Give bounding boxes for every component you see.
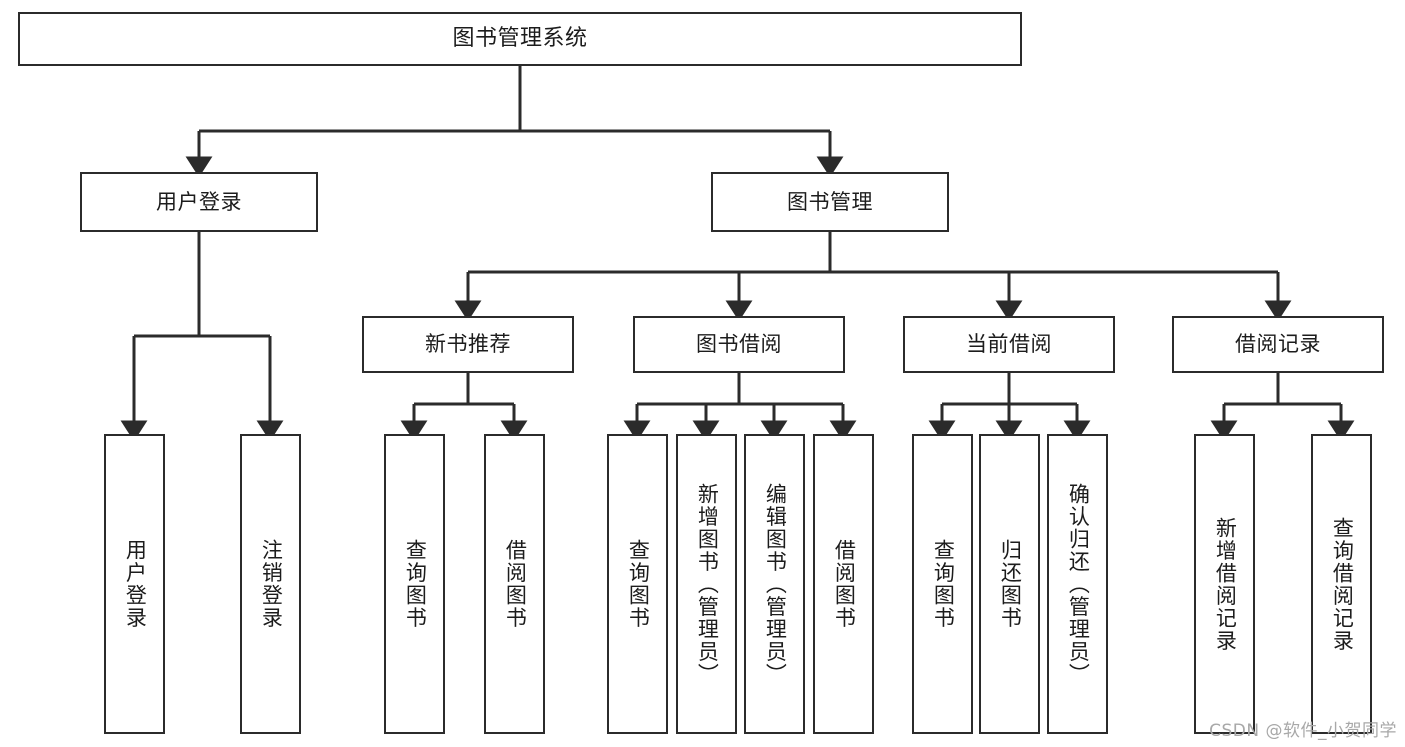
node-label: 图书管理 [787, 189, 873, 214]
leaf-borrow-record-query-record[interactable]: 查询借阅记录 [1311, 434, 1372, 734]
node-label: 查询图书 [403, 539, 428, 629]
node-label: 借阅图书 [832, 539, 857, 629]
leaf-book-borrow-query-books[interactable]: 查询图书 [607, 434, 668, 734]
node-label: 归还图书 [998, 539, 1023, 629]
leaf-book-borrow-edit-book-admin[interactable]: 编辑图书（管理员） [744, 434, 805, 734]
leaf-current-borrow-query-books[interactable]: 查询图书 [912, 434, 973, 734]
leaf-borrow-record-add-record[interactable]: 新增借阅记录 [1194, 434, 1255, 734]
leaf-user-login-logout[interactable]: 注销登录 [240, 434, 301, 734]
node-label: 新书推荐 [425, 332, 511, 357]
node-current-borrow[interactable]: 当前借阅 [903, 316, 1115, 373]
leaf-current-borrow-confirm-return-admin[interactable]: 确认归还（管理员） [1047, 434, 1108, 734]
leaf-user-login-login[interactable]: 用户登录 [104, 434, 165, 734]
node-label: 图书借阅 [696, 332, 782, 357]
leaf-book-borrow-borrow-books[interactable]: 借阅图书 [813, 434, 874, 734]
node-label: 查询借阅记录 [1330, 516, 1355, 652]
node-label: 新增借阅记录 [1213, 516, 1238, 652]
node-book-borrow[interactable]: 图书借阅 [633, 316, 845, 373]
leaf-current-borrow-return-books[interactable]: 归还图书 [979, 434, 1040, 734]
leaf-new-book-borrow-books[interactable]: 借阅图书 [484, 434, 545, 734]
node-label: 用户登录 [156, 189, 242, 214]
node-label: 借阅图书 [503, 539, 528, 629]
node-new-book-recommend[interactable]: 新书推荐 [362, 316, 574, 373]
node-root-book-management-system[interactable]: 图书管理系统 [18, 12, 1022, 66]
node-label: 当前借阅 [966, 332, 1052, 357]
node-user-login[interactable]: 用户登录 [80, 172, 318, 232]
csdn-watermark: CSDN @软件_小贺同学 [1209, 721, 1397, 741]
node-label: 图书管理系统 [452, 26, 588, 52]
node-label: 注销登录 [259, 539, 284, 629]
node-label: 借阅记录 [1235, 332, 1321, 357]
node-book-management[interactable]: 图书管理 [711, 172, 949, 232]
node-label: 确认归还（管理员） [1066, 482, 1091, 686]
node-label: 用户登录 [123, 539, 148, 629]
node-label: 查询图书 [931, 539, 956, 629]
leaf-new-book-query-books[interactable]: 查询图书 [384, 434, 445, 734]
node-label: 查询图书 [626, 539, 651, 629]
node-label: 编辑图书（管理员） [763, 482, 788, 686]
node-label: 新增图书（管理员） [695, 482, 720, 686]
node-borrow-record[interactable]: 借阅记录 [1172, 316, 1384, 373]
leaf-book-borrow-add-book-admin[interactable]: 新增图书（管理员） [676, 434, 737, 734]
